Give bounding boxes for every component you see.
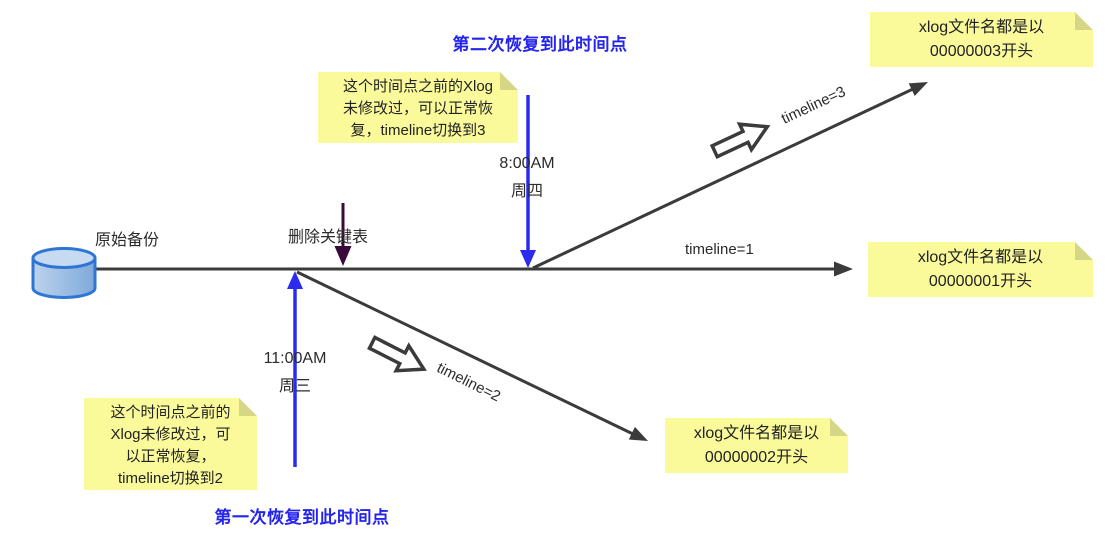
caption-second-recovery: 第二次恢复到此时间点 [452, 35, 628, 54]
note-line: 这个时间点之前的 [110, 404, 231, 421]
recovery-point-1-arrow [287, 271, 303, 467]
note-line: 00000003开头 [929, 43, 1034, 60]
note-line: 未修改过，可以正常恢 [342, 100, 493, 117]
label-time-8am: 8:00AM [499, 155, 555, 172]
label-day-wednesday: 周三 [278, 378, 311, 395]
timeline-2-arrow [296, 270, 648, 441]
label-original-backup: 原始备份 [95, 232, 160, 249]
note-line: 复，timeline切换到3 [350, 122, 486, 139]
note-line: 这个时间点之前的Xlog [342, 78, 494, 95]
caption-first-recovery: 第一次恢复到此时间点 [214, 508, 390, 527]
recovery-point-2-arrow [520, 95, 536, 268]
note-line: xlog文件名都是以 [693, 425, 820, 442]
note-timeline3-switch: 这个时间点之前的Xlog 未修改过，可以正常恢 复，timeline切换到3 [318, 72, 518, 143]
note-line: 以正常恢复， [125, 448, 216, 465]
note-line: xlog文件名都是以 [918, 19, 1045, 36]
timeline-1-arrow [96, 261, 853, 277]
note-timeline2-switch: 这个时间点之前的 Xlog未修改过，可 以正常恢复， timeline切换到2 [84, 398, 257, 490]
label-time-11am: 11:00AM [263, 350, 327, 367]
block-arrow-timeline2 [367, 335, 427, 373]
note-line: timeline切换到2 [117, 470, 224, 487]
delete-table-event-arrow [334, 203, 352, 266]
label-timeline-1: timeline=1 [685, 241, 754, 258]
note-line: 00000002开头 [704, 449, 809, 466]
note-line: Xlog未修改过，可 [110, 426, 231, 443]
label-delete-key-table: 删除关键表 [288, 229, 369, 246]
note-xlog-00000003: xlog文件名都是以 00000003开头 [870, 12, 1093, 67]
note-xlog-00000001: xlog文件名都是以 00000001开头 [868, 242, 1093, 297]
note-line: xlog文件名都是以 [917, 249, 1044, 266]
note-xlog-00000002: xlog文件名都是以 00000002开头 [665, 418, 848, 473]
timeline-3-arrow [532, 82, 928, 270]
label-day-thursday: 周四 [510, 183, 543, 200]
database-cylinder-icon [31, 247, 97, 299]
block-arrow-timeline3 [709, 122, 771, 160]
note-line: 00000001开头 [928, 273, 1033, 290]
